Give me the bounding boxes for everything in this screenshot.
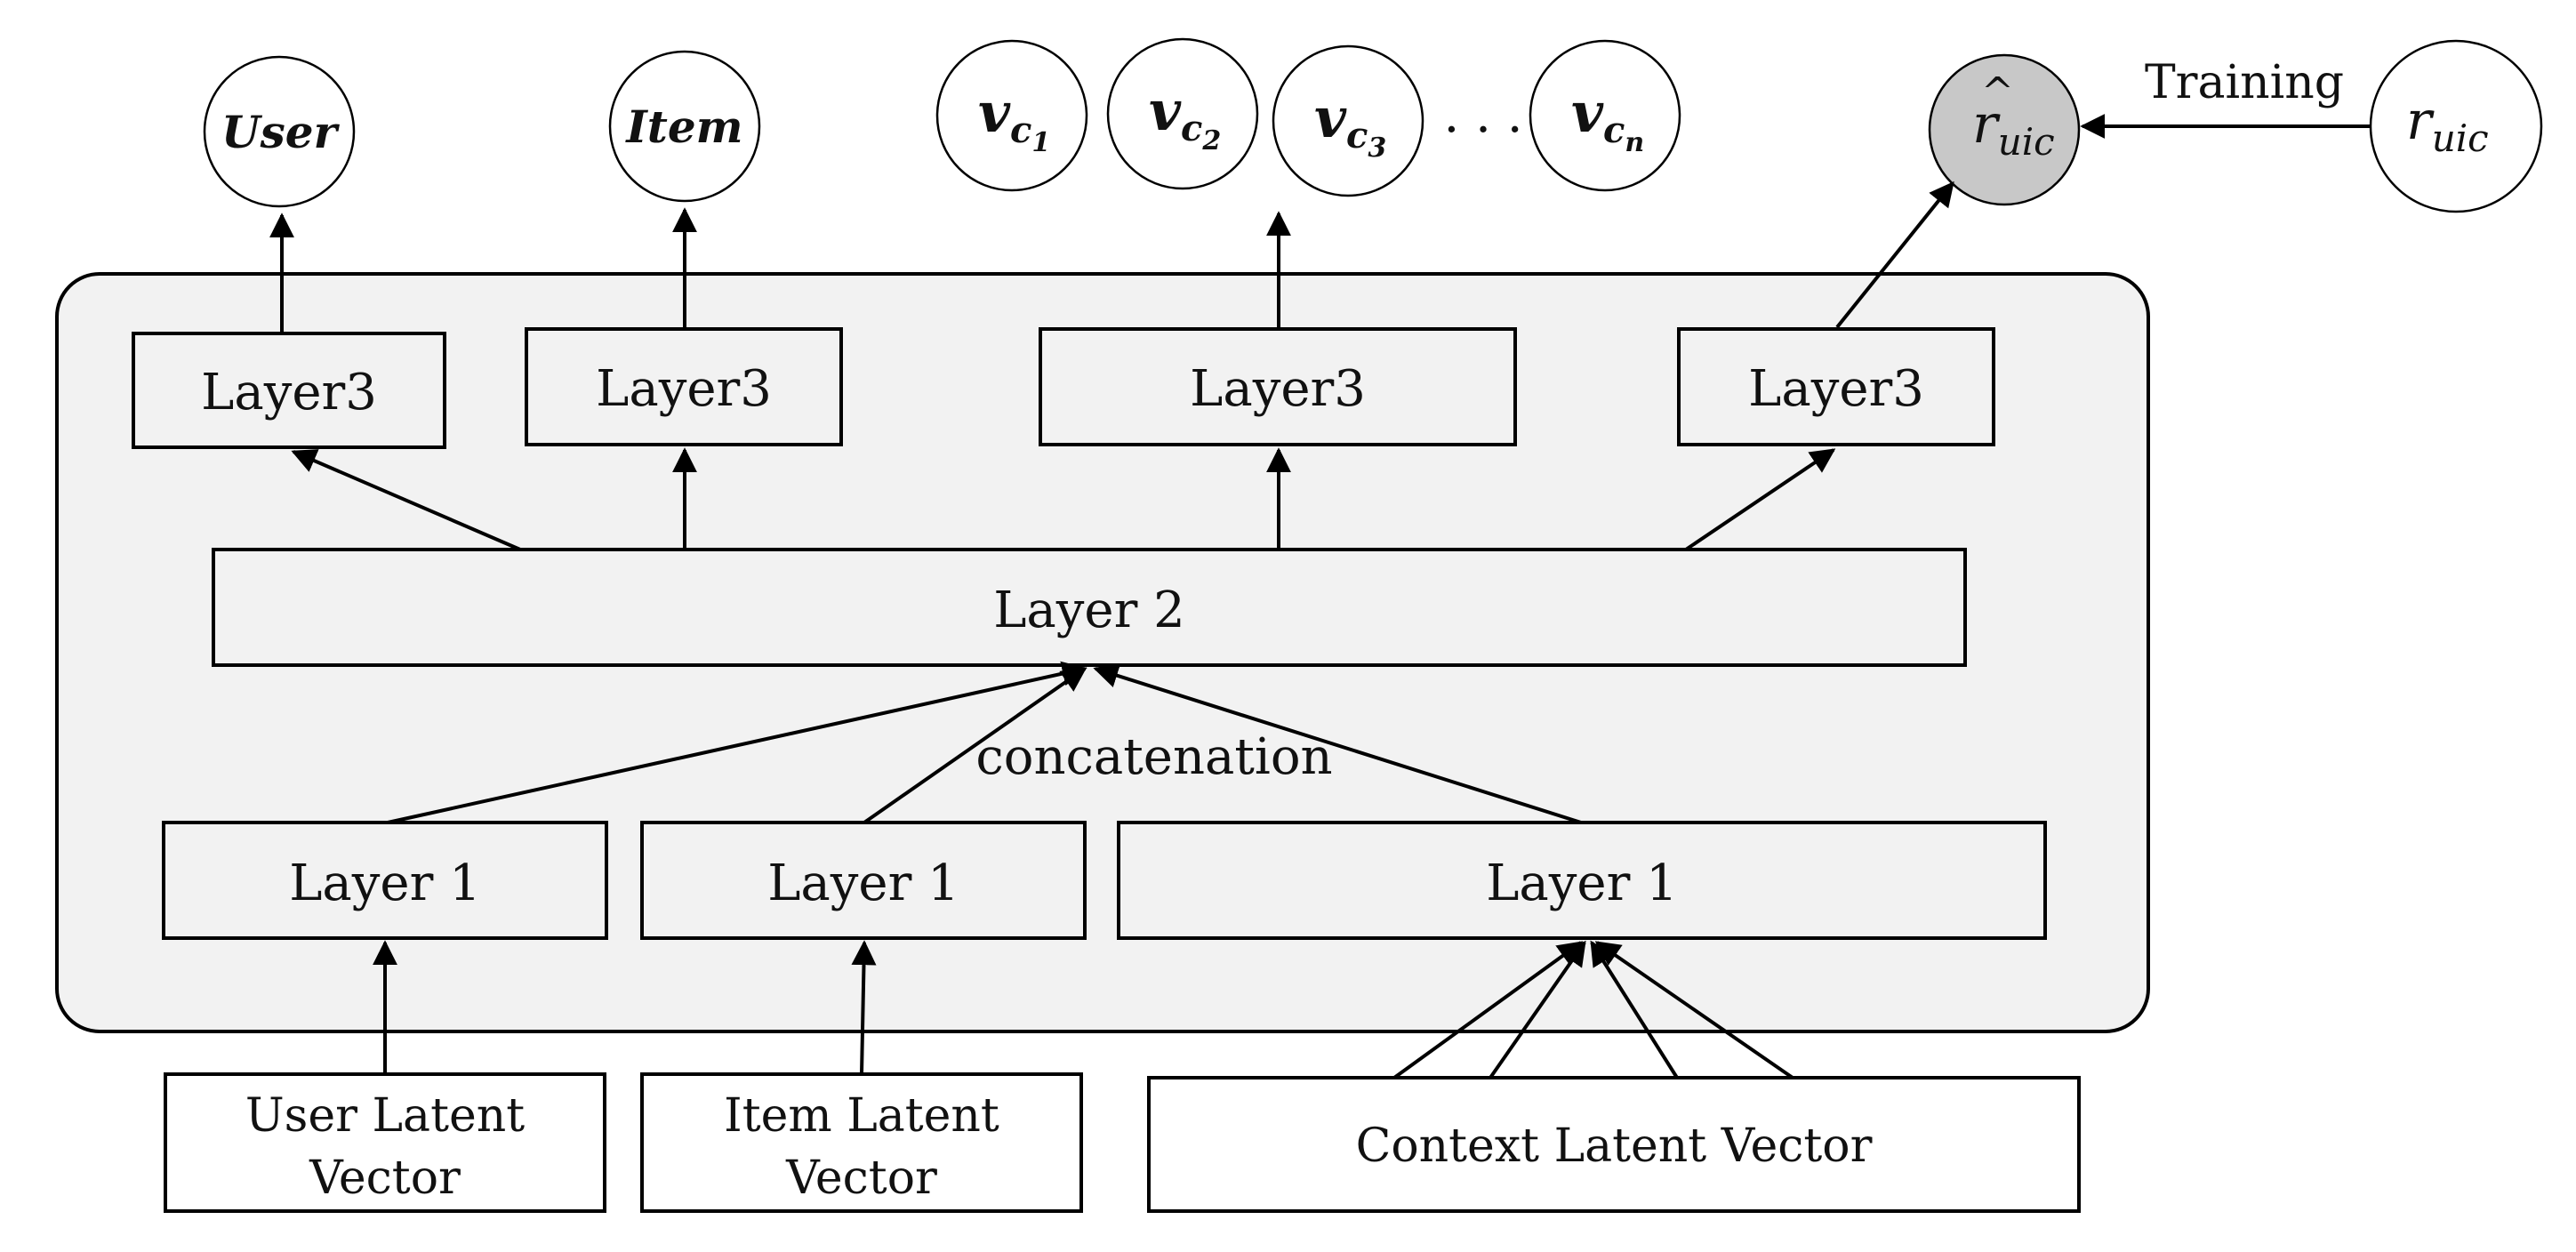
- context-1-sub: c: [1010, 109, 1031, 151]
- svg-text:ruic: ruic: [2406, 90, 2489, 160]
- output-context-node-n: vcn: [1529, 39, 1681, 192]
- layer1-user-label: Layer 1: [289, 855, 481, 912]
- layer3-user-label: Layer3: [201, 364, 377, 421]
- context-n-subsub: n: [1625, 127, 1644, 158]
- arrow-layer2-to-layer3-rating: [1684, 448, 1836, 551]
- layer3-user: Layer3: [132, 332, 446, 449]
- input-user-line1: User Latent: [245, 1089, 525, 1143]
- layer3-context: Layer3: [1039, 327, 1517, 446]
- output-context-node-3: vc3: [1272, 44, 1424, 197]
- arrow-input-context-1: [1392, 941, 1584, 1079]
- input-item-line2: Vector: [785, 1152, 937, 1205]
- target-rating-node: ruic: [2369, 39, 2543, 213]
- layer3-context-label: Layer3: [1190, 360, 1366, 418]
- arrow-layer3-rating-out: [1835, 181, 1954, 329]
- input-user-line2: Vector: [309, 1152, 461, 1205]
- output-item-node: Item: [608, 50, 761, 203]
- arrow-input-context-2: [1489, 940, 1586, 1079]
- svg-text:ruic: ruic: [1972, 93, 2055, 164]
- predicted-hat: ^: [1981, 69, 2014, 115]
- layer3-item: Layer3: [525, 327, 843, 446]
- svg-text:vc2: vc2: [1149, 78, 1221, 156]
- layer2-label: Layer 2: [993, 582, 1185, 639]
- layer3-item-label: Layer3: [596, 360, 772, 418]
- input-context-box: Context Latent Vector: [1147, 1076, 2081, 1213]
- training-label: Training: [2145, 56, 2344, 109]
- concatenation-label: concatenation: [975, 728, 1332, 786]
- layer2-box: Layer 2: [212, 548, 1967, 667]
- arrow-concat-item: [863, 667, 1087, 824]
- context-3-subsub: 3: [1368, 132, 1386, 164]
- context-2-base: v: [1149, 78, 1182, 143]
- layer1-context-label: Layer 1: [1486, 855, 1678, 912]
- context-2-subsub: 2: [1201, 125, 1221, 156]
- predicted-sub: uic: [1998, 120, 2055, 164]
- output-context-node-2: vc2: [1106, 37, 1259, 190]
- context-ellipsis: . . .: [1443, 86, 1522, 144]
- svg-text:vcn: vcn: [1571, 80, 1644, 158]
- context-n-sub: c: [1603, 109, 1625, 151]
- context-3-sub: c: [1346, 115, 1368, 156]
- svg-text:vc3: vc3: [1314, 85, 1386, 164]
- output-user-label: User: [221, 106, 341, 158]
- output-user-node: User: [203, 55, 356, 208]
- input-context-label: Context Latent Vector: [1356, 1120, 1873, 1173]
- layer1-context: Layer 1: [1117, 821, 2047, 940]
- context-1-subsub: 1: [1031, 127, 1050, 158]
- target-sub: uic: [2432, 116, 2489, 160]
- svg-text:vc1: vc1: [978, 80, 1050, 158]
- predicted-base: r: [1972, 93, 2001, 156]
- layer3-rating: Layer3: [1677, 327, 1995, 446]
- layer1-user: Layer 1: [162, 821, 608, 940]
- arrow-layer2-to-layer3-user: [291, 449, 521, 551]
- context-3-base: v: [1314, 85, 1347, 150]
- input-item-line1: Item Latent: [724, 1089, 999, 1143]
- target-base: r: [2406, 90, 2435, 152]
- input-item-box: Item Latent Vector: [640, 1072, 1083, 1213]
- output-context-node-1: vc1: [935, 39, 1088, 192]
- arrow-concat-user: [387, 661, 1087, 824]
- input-user-box: User Latent Vector: [164, 1072, 606, 1213]
- predicted-rating-node: ^ ruic: [1928, 53, 2081, 206]
- arrow-input-item: [851, 940, 877, 1075]
- arrow-concat-context: [1093, 663, 1582, 824]
- context-1-base: v: [978, 80, 1011, 145]
- context-n-base: v: [1571, 80, 1604, 145]
- layer1-item: Layer 1: [640, 821, 1087, 940]
- layer1-item-label: Layer 1: [767, 855, 959, 912]
- layer3-rating-label: Layer3: [1748, 360, 1924, 418]
- output-item-label: Item: [624, 100, 742, 153]
- arrow-input-context-4: [1594, 941, 1794, 1079]
- context-2-sub: c: [1181, 108, 1202, 149]
